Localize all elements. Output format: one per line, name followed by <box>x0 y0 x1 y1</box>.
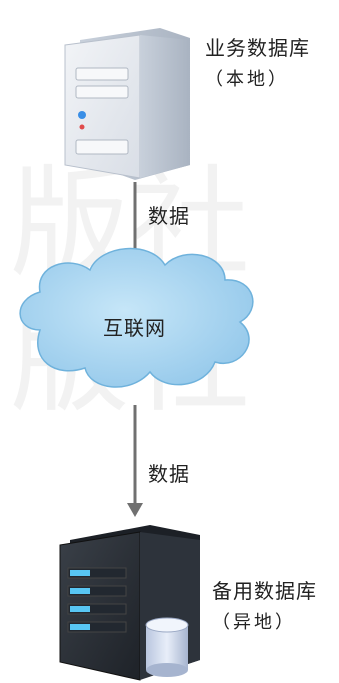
bottom-server-icon <box>59 525 200 681</box>
cloud-label: 互联网 <box>103 316 166 340</box>
top-server-name: 业务数据库 <box>205 36 310 60</box>
top-server-icon <box>64 28 190 180</box>
bottom-arrow-label: 数据 <box>148 462 190 486</box>
top-server-location: （本地） <box>205 69 289 90</box>
internet-cloud-icon <box>19 247 254 388</box>
bottom-arrow-icon <box>127 405 143 517</box>
top-arrow-label: 数据 <box>148 204 190 228</box>
bottom-server-name: 备用数据库 <box>212 579 317 603</box>
bottom-server-location: （异地） <box>212 612 296 633</box>
database-cylinder-icon <box>145 617 189 677</box>
